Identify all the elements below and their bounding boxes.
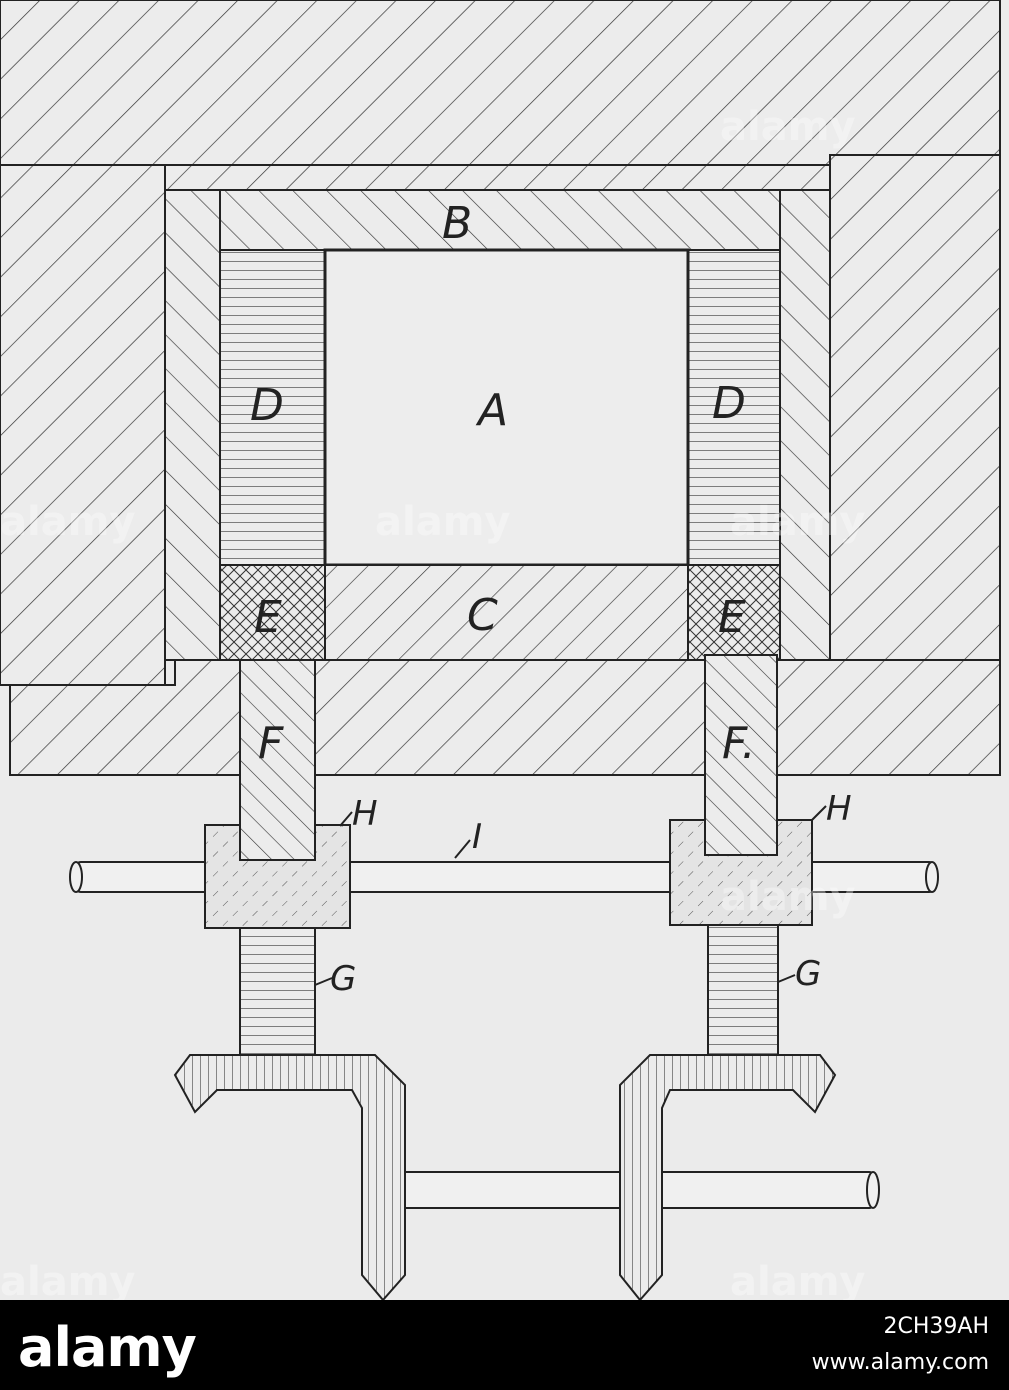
watermark-2: alamy xyxy=(0,499,135,545)
part-c-plate xyxy=(324,564,689,661)
label-g-left: G xyxy=(330,959,356,999)
arrow-h-left xyxy=(339,811,353,827)
sectional-diagram: alamy alamy alamy alamy alamy alamy alam… xyxy=(0,0,1001,1300)
label-g-right: G xyxy=(795,954,821,994)
watermark-3: alamy xyxy=(375,499,510,545)
part-a-chamber xyxy=(323,248,690,567)
label-c: C xyxy=(467,590,498,641)
part-d-left xyxy=(219,249,326,566)
lever-right xyxy=(619,1054,837,1300)
part-g-left xyxy=(239,927,316,1057)
lower-rod-end xyxy=(866,1171,880,1209)
watermark-5: alamy xyxy=(720,874,855,920)
rod-end-left xyxy=(69,861,83,893)
label-b: B xyxy=(442,198,472,249)
label-e-right: E xyxy=(718,592,746,643)
label-f-right: F. xyxy=(722,718,756,769)
outer-top-block xyxy=(0,0,1001,166)
watermark-7: alamy xyxy=(730,1259,865,1300)
label-i: I xyxy=(472,817,482,857)
arrow-h-right xyxy=(811,805,827,821)
footer-url: www.alamy.com xyxy=(811,1350,989,1375)
arrow-g-right xyxy=(777,974,796,983)
watermark-6: alamy xyxy=(0,1259,135,1300)
image-code: 2CH39AH xyxy=(883,1314,990,1339)
arrow-g-left xyxy=(314,977,333,986)
label-e-left: E xyxy=(254,592,282,643)
rod-end-right xyxy=(925,861,939,893)
stock-footer-bar: alamy 2CH39AH www.alamy.com xyxy=(0,1300,1009,1390)
stock-logo: alamy xyxy=(18,1316,197,1379)
watermark-4: alamy xyxy=(730,499,865,545)
part-b-plate xyxy=(219,189,781,251)
part-d-right xyxy=(687,249,781,566)
label-d-left: D xyxy=(250,380,284,431)
lining-right xyxy=(779,189,831,661)
label-d-right: D xyxy=(712,378,746,429)
outer-left-wall xyxy=(0,164,166,686)
part-f-right xyxy=(704,654,778,856)
arrow-i xyxy=(454,839,471,859)
label-f-left: F xyxy=(258,718,284,769)
label-h-left: H xyxy=(352,794,378,834)
lining-left xyxy=(164,189,221,661)
outer-right-wall xyxy=(829,154,1001,676)
lever-left xyxy=(173,1054,406,1300)
part-e-left xyxy=(219,564,326,661)
label-h-right: H xyxy=(826,789,852,829)
watermark-1: alamy xyxy=(720,104,855,150)
part-g-right xyxy=(707,924,779,1057)
label-a: A xyxy=(475,385,508,436)
